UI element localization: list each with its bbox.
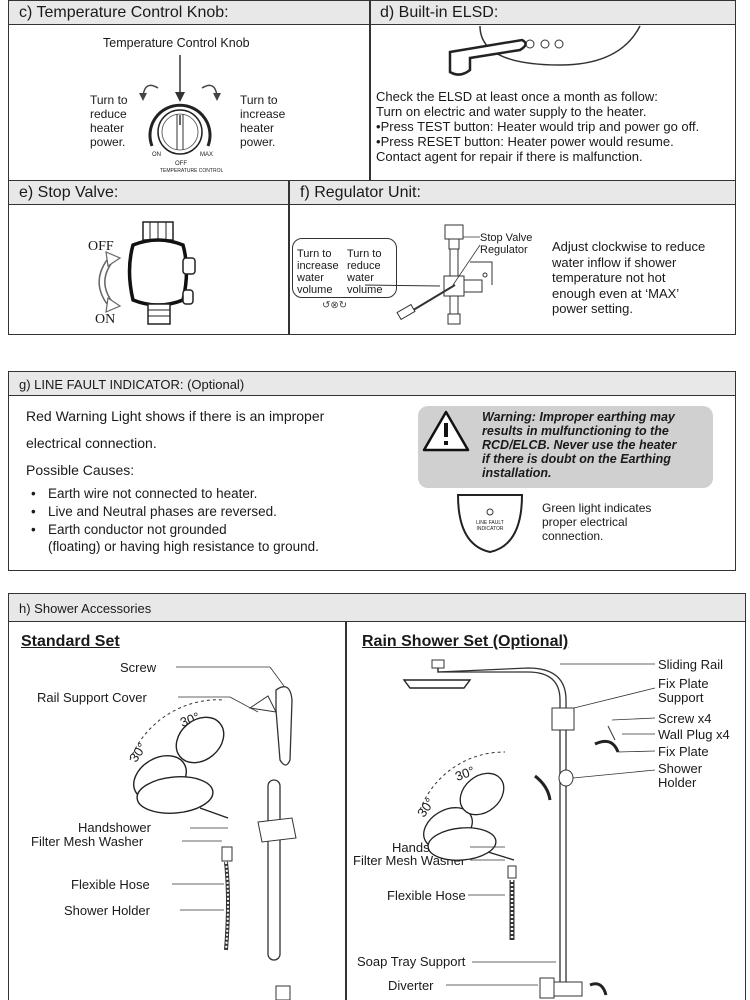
regulator-callout: [292, 238, 397, 298]
divider-ef: [288, 181, 290, 335]
section-h-frame: [8, 593, 746, 1000]
top-frame: [8, 0, 736, 335]
lfi-cause3-cont: (floating) or having high resistance to …: [48, 539, 319, 554]
divider-cd: [369, 0, 371, 181]
regulator-label: Regulator: [480, 244, 528, 256]
std-label-rail-cover: Rail Support Cover: [37, 690, 147, 705]
section-g-header: g) LINE FAULT INDICATOR: (Optional): [9, 372, 735, 396]
valve-off-label: OFF: [88, 239, 114, 254]
rain-label-hose: Flexible Hose: [387, 888, 466, 903]
list-item: Earth wire not connected to heater.: [26, 485, 386, 503]
list-item: Live and Neutral phases are reversed.: [26, 503, 386, 521]
lfi-intro: Red Warning Light shows if there is an i…: [26, 408, 325, 451]
elsd-diagram: [448, 25, 641, 76]
section-d-header: d) Built-in ELSD:: [370, 1, 735, 25]
std-label-handshower: Handshower: [78, 820, 151, 835]
rain-label-soap: Soap Tray Support: [357, 954, 466, 969]
rain-set-title: Rain Shower Set (Optional): [362, 633, 569, 650]
std-label-filter: Filter Mesh Washer: [31, 834, 144, 849]
lfi-causes-list: Earth wire not connected to heater. Live…: [26, 485, 386, 539]
section-h-header: h) Shower Accessories: [9, 594, 745, 622]
rain-label-rail: Sliding Rail: [658, 657, 724, 672]
regulator-diagram: ↺⊗↻: [322, 224, 493, 325]
svg-text:↺⊗↻: ↺⊗↻: [322, 300, 347, 311]
section-f-header: f) Regulator Unit:: [290, 181, 735, 205]
knob-max-label: MAX: [200, 152, 214, 158]
section-c-header: c) Temperature Control Knob:: [9, 1, 369, 25]
rain-label-screw: Screw x4: [658, 711, 712, 726]
standard-set-diagram: [129, 666, 297, 1000]
knob-ring-label: TEMPERATURE CONTROL: [160, 168, 224, 174]
stop-valve-diagram: [98, 221, 196, 325]
section-g-frame: [8, 371, 736, 571]
lfi-causes-title: Possible Causes:: [26, 462, 135, 478]
rain-label-diverter: Diverter: [388, 978, 434, 993]
knob-diagram: [139, 55, 221, 155]
rain-label-fixplate: Fix Plate: [658, 744, 709, 759]
list-item: Earth conductor not grounded: [26, 521, 386, 539]
stop-valve-label: Stop Valve: [480, 232, 533, 244]
divider-row2: [8, 180, 736, 182]
section-e-header: e) Stop Valve:: [9, 181, 289, 205]
rain-label-plug: Wall Plug x4: [658, 727, 730, 742]
valve-on-label: ON: [95, 312, 116, 327]
standard-set-title: Standard Set: [21, 633, 120, 650]
elsd-text: Check the ELSD at least once a month as …: [376, 89, 700, 164]
knob-caption: Temperature Control Knob: [103, 36, 250, 50]
line-fault-indicator-diagram: [456, 494, 524, 554]
std-label-holder: Shower Holder: [64, 903, 150, 918]
knob-off-label: OFF: [175, 161, 187, 167]
std-label-hose: Flexible Hose: [71, 877, 150, 892]
std-label-screw: Screw: [120, 660, 157, 675]
knob-on-label: ON: [152, 152, 161, 158]
divider-h: [345, 622, 347, 1000]
warning-icon: [422, 410, 470, 452]
